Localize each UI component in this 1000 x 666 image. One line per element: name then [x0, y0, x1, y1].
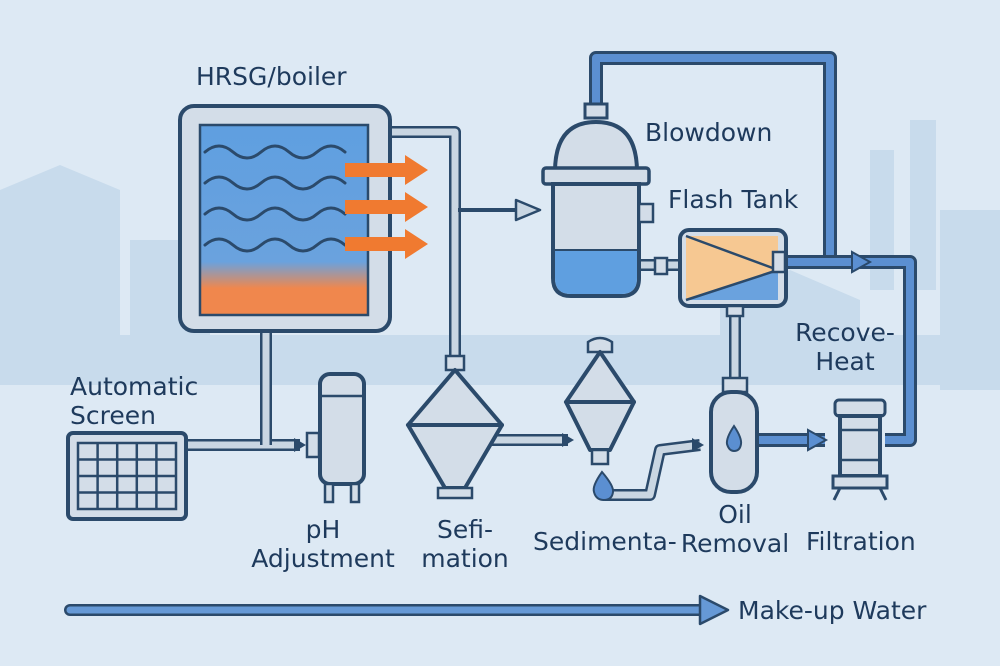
label-automatic-screen: Automatic Screen [70, 372, 199, 430]
sefimation-separator [406, 354, 504, 500]
oil-removal-tank [709, 376, 759, 494]
label-ph-adjustment: pH Adjustment [251, 515, 395, 573]
label-flash-tank: Flash Tank [668, 185, 799, 214]
label-filtration: Filtration [806, 527, 916, 556]
label-blowdown: Blowdown [645, 118, 773, 147]
filtration-unit [831, 398, 889, 501]
label-hrsg: HRSG/boiler [196, 62, 347, 91]
blue-arrow-filtration [807, 428, 829, 452]
grid-screen-icon [66, 431, 188, 521]
pipe-arrow-ph [294, 438, 306, 452]
sedimentation-cone [564, 336, 636, 466]
pipe-arrow-sed [562, 433, 574, 447]
grey-pipes [185, 126, 741, 501]
flame-arrow-icon [345, 155, 428, 259]
label-oil-removal: Oil Removal [680, 500, 790, 558]
label-makeup-water: Make-up Water [738, 596, 927, 625]
branch-arrow [458, 198, 542, 222]
hrsg-boiler [178, 104, 392, 333]
label-sefimation: Sefi- mation [421, 515, 509, 573]
label-sedimentation: Sedimenta- [533, 527, 677, 556]
makeup-water-arrow [64, 594, 730, 626]
water-drop-icon [592, 470, 615, 502]
ph-tank [305, 372, 366, 504]
blue-arrow-recover [851, 250, 873, 274]
heat-exchanger [678, 228, 788, 318]
label-recover-heat: Recove- Heat [795, 318, 895, 376]
flash-tank [541, 102, 669, 298]
pipe-arrow-oil [692, 438, 704, 452]
